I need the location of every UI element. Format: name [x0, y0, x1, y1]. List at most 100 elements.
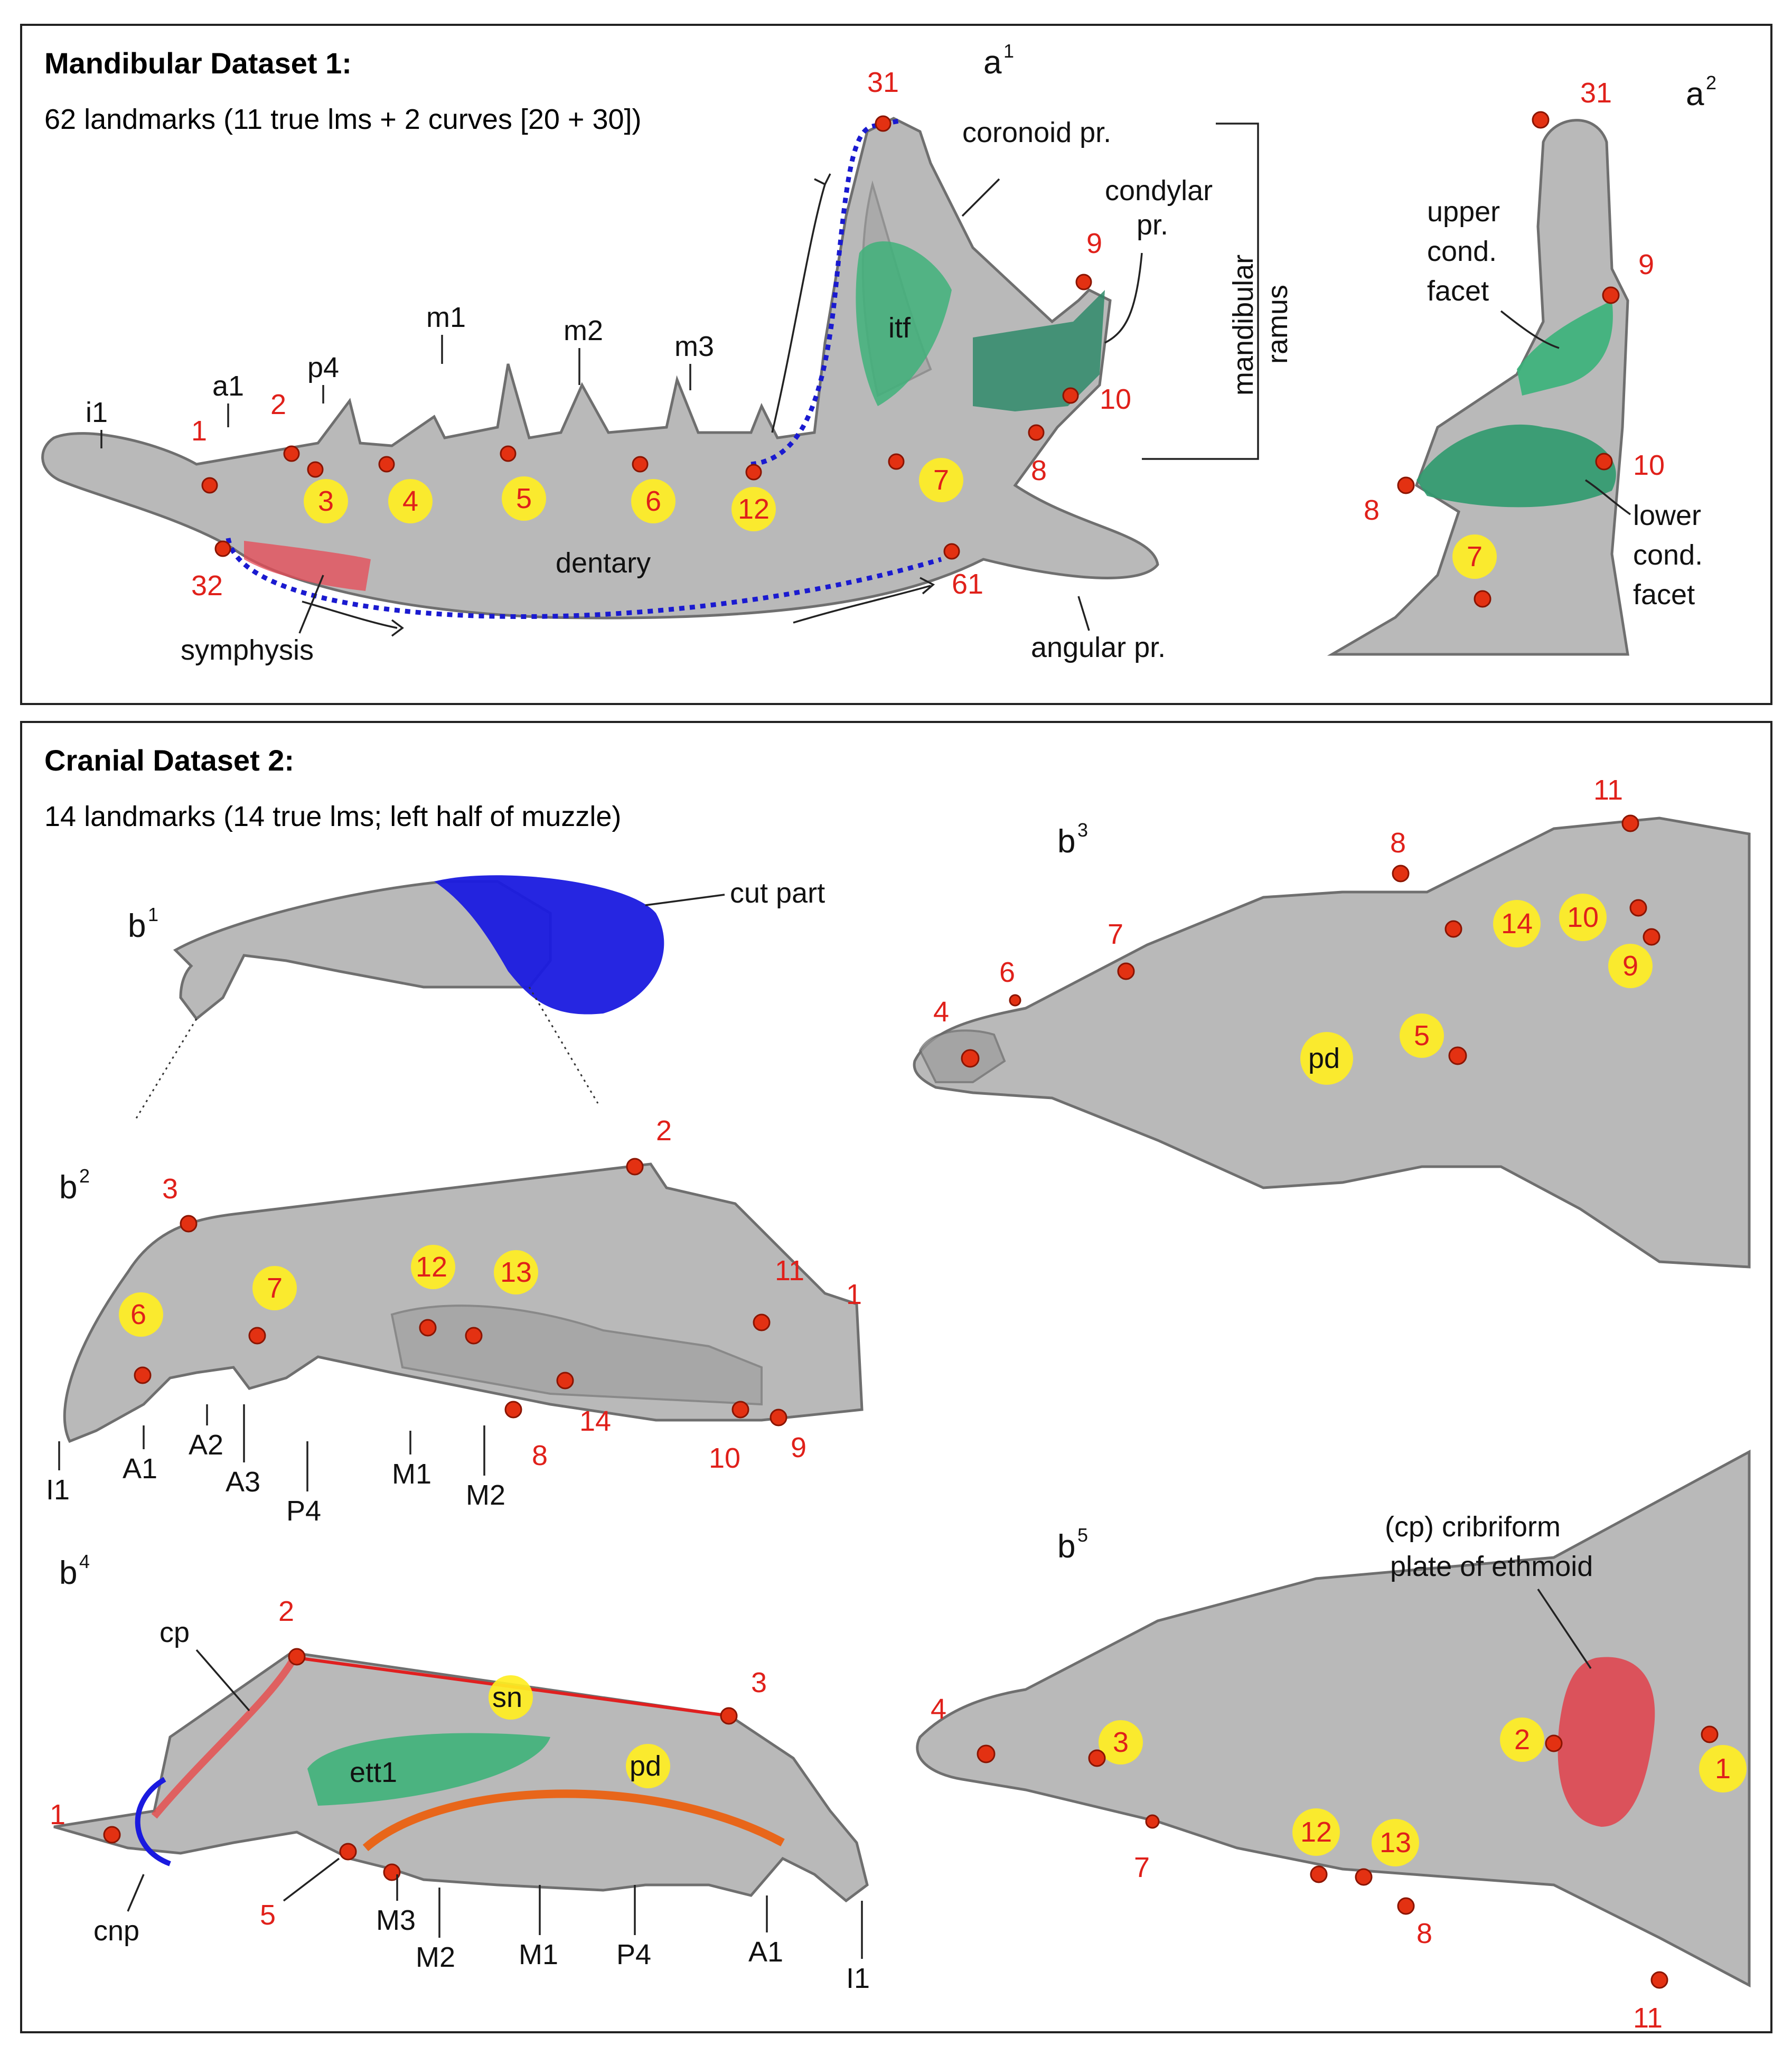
cp-region	[151, 1656, 298, 1819]
svg-text:A1: A1	[123, 1453, 157, 1485]
svg-text:pd: pd	[630, 1750, 661, 1782]
svg-text:1: 1	[191, 415, 207, 447]
svg-text:cond.: cond.	[1633, 539, 1703, 571]
svg-text:symphysis: symphysis	[181, 634, 314, 666]
svg-text:i1: i1	[86, 397, 108, 428]
curve-lower	[226, 538, 942, 619]
cut-part-region	[434, 875, 664, 1015]
svg-text:itf: itf	[888, 312, 911, 344]
svg-text:m1: m1	[426, 302, 466, 333]
svg-text:32: 32	[191, 570, 223, 602]
svg-text:plate of ethmoid: plate of ethmoid	[1390, 1551, 1593, 1582]
svg-text:8: 8	[532, 1440, 548, 1471]
svg-text:3: 3	[1077, 819, 1088, 841]
svg-text:b: b	[128, 908, 146, 944]
mandibular-title: Mandibular Dataset 1:	[44, 46, 352, 80]
svg-text:5: 5	[1414, 1020, 1430, 1052]
svg-text:7: 7	[1467, 541, 1483, 572]
mandible-lateral-labels: i1 a1 p4 m1 m2 m3 itf dentary symphysis …	[86, 117, 1293, 666]
cranial-figure: Cranial Dataset 2: 14 landmarks (14 true…	[44, 744, 1751, 2034]
svg-text:A1: A1	[748, 1936, 783, 1968]
svg-text:6: 6	[130, 1299, 146, 1330]
svg-text:31: 31	[1580, 77, 1612, 109]
svg-text:M2: M2	[416, 1941, 455, 1973]
svg-text:10: 10	[709, 1442, 740, 1474]
svg-text:31: 31	[867, 67, 899, 98]
svg-text:61: 61	[952, 568, 983, 600]
svg-text:M3: M3	[376, 1904, 416, 1936]
svg-text:12: 12	[416, 1251, 447, 1283]
svg-text:6: 6	[645, 485, 661, 517]
svg-text:P4: P4	[616, 1939, 651, 1970]
skull-dorsal: b 5 4 3 2 1 7 12 13 8 11 (cp) cribriform…	[916, 1449, 1751, 2034]
svg-text:(cp) cribriform: (cp) cribriform	[1385, 1511, 1561, 1543]
svg-text:8: 8	[1364, 494, 1380, 526]
svg-text:angular pr.: angular pr.	[1031, 632, 1166, 663]
svg-text:14: 14	[1501, 908, 1533, 940]
svg-text:M1: M1	[392, 1458, 431, 1490]
svg-text:4: 4	[79, 1551, 90, 1572]
cranial-panel: Cranial Dataset 2: 14 landmarks (14 true…	[20, 721, 1772, 2034]
svg-text:mandibular: mandibular	[1227, 255, 1259, 396]
svg-text:2: 2	[656, 1115, 672, 1147]
svg-text:9: 9	[1638, 249, 1654, 280]
mandibular-figure: Mandibular Dataset 1: 62 landmarks (11 t…	[41, 40, 1716, 666]
svg-text:b: b	[59, 1555, 77, 1591]
svg-text:10: 10	[1633, 449, 1665, 481]
svg-text:2: 2	[270, 389, 286, 420]
svg-text:4: 4	[931, 1693, 946, 1725]
mandibular-panel: Mandibular Dataset 1: 62 landmarks (11 t…	[20, 24, 1772, 705]
cnp-curve	[135, 1777, 171, 1866]
svg-text:13: 13	[500, 1256, 532, 1288]
svg-text:sn: sn	[492, 1682, 522, 1713]
upper-facet-region	[1517, 301, 1613, 396]
svg-text:A2: A2	[189, 1429, 223, 1461]
svg-text:facet: facet	[1633, 579, 1695, 611]
svg-text:11: 11	[1593, 774, 1623, 806]
svg-text:7: 7	[267, 1272, 283, 1304]
svg-text:condylar: condylar	[1105, 175, 1213, 207]
svg-text:9: 9	[1622, 950, 1638, 982]
svg-text:4: 4	[402, 485, 418, 517]
svg-text:b: b	[1057, 1528, 1075, 1565]
svg-text:3: 3	[162, 1173, 178, 1205]
svg-text:m2: m2	[564, 315, 603, 346]
svg-text:3: 3	[318, 485, 334, 517]
mandible-lateral-landmarks: 1 2 3 4 5 6 7 8 9 10 12 31 32 61	[191, 67, 1131, 602]
ett1-region	[307, 1733, 550, 1806]
svg-text:dentary: dentary	[556, 547, 651, 579]
svg-text:A3: A3	[226, 1466, 260, 1498]
svg-text:I1: I1	[46, 1474, 70, 1506]
condyle-region	[973, 290, 1105, 411]
svg-text:M1: M1	[519, 1939, 558, 1970]
svg-text:b: b	[1057, 823, 1075, 860]
svg-text:upper: upper	[1427, 196, 1500, 228]
svg-text:3: 3	[751, 1667, 767, 1698]
svg-text:11: 11	[775, 1255, 804, 1287]
lower-facet-region	[1416, 424, 1616, 508]
svg-text:1: 1	[1003, 40, 1014, 62]
svg-text:cond.: cond.	[1427, 236, 1497, 267]
svg-text:b: b	[59, 1169, 77, 1206]
cribriform-region	[1558, 1657, 1655, 1827]
svg-text:3: 3	[1113, 1726, 1129, 1758]
svg-text:8: 8	[1416, 1918, 1432, 1949]
svg-text:12: 12	[738, 493, 770, 525]
svg-text:7: 7	[1134, 1852, 1150, 1883]
svg-text:M2: M2	[466, 1479, 505, 1511]
svg-text:2: 2	[1706, 72, 1716, 93]
symphysis-region	[244, 541, 371, 591]
svg-text:pr.: pr.	[1137, 209, 1168, 241]
svg-text:2: 2	[79, 1165, 90, 1187]
panel-label-a2: a 2	[1686, 72, 1716, 112]
svg-text:lower: lower	[1633, 500, 1701, 531]
svg-text:5: 5	[516, 483, 532, 514]
svg-text:4: 4	[933, 996, 949, 1028]
svg-text:8: 8	[1390, 827, 1406, 859]
mandible-posterior: 31 9 10 8 7 upper cond. facet lower cond…	[1327, 77, 1703, 656]
svg-text:8: 8	[1031, 455, 1047, 486]
svg-text:11: 11	[1633, 2002, 1663, 2034]
svg-text:1: 1	[148, 904, 158, 925]
muzzle-sagittal: b 4 2 3 1 5 cp cnp sn ett1 pd M3 M2 M1 P…	[50, 1551, 870, 1994]
svg-text:P4: P4	[286, 1495, 321, 1527]
